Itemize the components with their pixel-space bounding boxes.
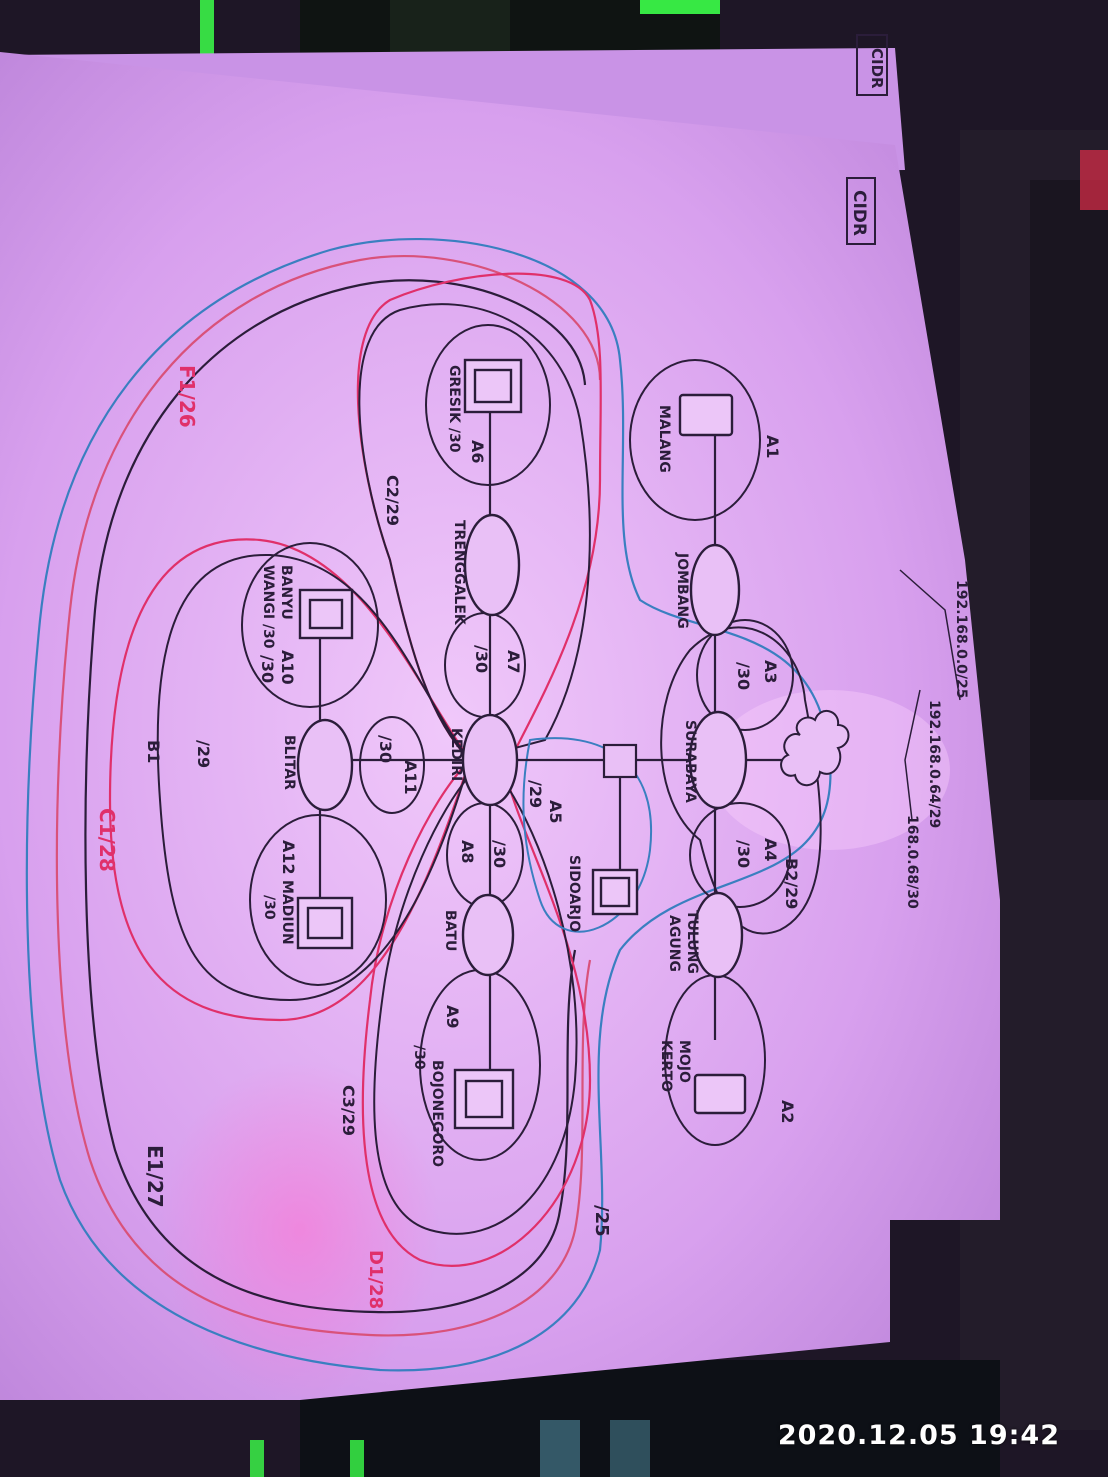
pc-sidoarjo-icon — [591, 868, 639, 916]
label-a7-prefix: /30 — [472, 645, 491, 673]
router-batu — [461, 893, 515, 977]
label-outer-prefix: /25 — [591, 1205, 612, 1237]
label-b1: B1 — [144, 740, 163, 763]
boundary-a4 — [689, 802, 791, 908]
router-jombang — [689, 543, 741, 637]
boundary-a3 — [696, 619, 794, 731]
label-a3-prefix: /30 — [734, 662, 753, 690]
label-bojonegoro: BOJONEGORO — [429, 1060, 445, 1167]
label-banyuwangi-1: BANYU — [278, 565, 294, 620]
boundary-b1 — [156, 553, 472, 1002]
hosts — [296, 358, 747, 1130]
server-mojokerto — [693, 1073, 747, 1115]
server-malang — [678, 393, 734, 437]
boundary-a1 — [629, 359, 761, 521]
boundary-c1 — [108, 538, 472, 1022]
boundary-f1 — [55, 255, 602, 1337]
boundary-slash25 — [25, 237, 832, 1372]
router-surabaya — [688, 710, 748, 810]
label-a12: A12 — [279, 840, 298, 875]
label-c1: C1/28 — [95, 808, 119, 872]
label-madiun-1: MADIUN — [279, 880, 295, 945]
place-labels: JOMBANG SURABAYA TULUNG AGUNG TRENGGALEK… — [260, 365, 700, 1167]
label-a6: A6 — [468, 440, 487, 464]
label-a5-prefix: /29 — [526, 780, 545, 808]
label-a4-prefix: /30 — [734, 840, 753, 868]
boundary-a10 — [241, 542, 379, 708]
boundary-c2 — [358, 303, 591, 762]
cidr-main-text: CIDR — [849, 190, 869, 236]
label-a9: A9 — [443, 1005, 462, 1029]
address-line-2: 192.168.0.64/29 — [926, 700, 942, 828]
label-a5: A5 — [546, 800, 565, 824]
label-tenggalek: TRENGGALEK — [451, 520, 467, 626]
label-a11-prefix: /30 — [376, 735, 395, 763]
label-tulungagung-2: AGUNG — [666, 915, 682, 972]
address-notes: 192.168.0.0/25 192.168.0.64/29 168.0.68/… — [899, 569, 969, 909]
cidr-top-text: CIDR — [868, 48, 886, 89]
pc-gresik-icon — [463, 358, 523, 414]
label-a8-prefix: /30 — [490, 840, 509, 868]
label-kediri: KEDIRI — [448, 728, 464, 781]
label-a7: A7 — [504, 650, 523, 674]
switch-sidoarjo — [602, 743, 638, 779]
label-a8: A8 — [458, 840, 477, 864]
boundary-e1 — [84, 279, 587, 1314]
boundary-b2 — [660, 626, 822, 935]
boundary-a6 — [425, 324, 551, 486]
label-a2: A2 — [778, 1100, 797, 1124]
cloud-icon — [780, 710, 850, 787]
cidr-top-box — [856, 34, 888, 96]
address-line-1: 192.168.0.0/25 — [953, 580, 969, 698]
label-bojonegoro-prefix: /30 — [411, 1045, 427, 1070]
label-gresik: GRESIK /30 — [446, 365, 462, 453]
pc-banyuwangi-icon — [298, 588, 354, 640]
label-a3: A3 — [761, 660, 780, 684]
boundary-a11 — [359, 716, 425, 814]
label-mojokerto-2: KERTO — [658, 1040, 674, 1092]
label-tulungagung-1: TULUNG — [684, 910, 700, 974]
label-f1: F1/26 — [175, 365, 199, 428]
label-banyuwangi-2: WANGI /30 — [260, 565, 276, 649]
label-a10: A10 — [278, 650, 297, 685]
label-jombang: JOMBANG — [674, 552, 690, 629]
address-line-3: 168.0.68/30 — [904, 815, 920, 909]
label-b2: B2/29 — [782, 858, 801, 909]
router-kediri — [461, 713, 519, 807]
label-mojokerto-1: MOJO — [676, 1040, 692, 1083]
label-b1-prefix: /29 — [194, 740, 213, 768]
label-madiun-2: /30 — [261, 895, 277, 920]
label-a10-prefix: /30 — [258, 655, 277, 683]
pc-bojonegoro-icon — [453, 1068, 515, 1130]
pc-madiun-icon — [296, 896, 354, 950]
routers — [296, 513, 748, 979]
router-tulungagung — [692, 891, 744, 979]
cidr-main-box — [846, 177, 876, 245]
light-glare — [160, 1060, 440, 1400]
label-malang: MALANG — [656, 405, 672, 473]
label-d1: D1/28 — [365, 1250, 386, 1309]
label-c3: C3/29 — [339, 1085, 358, 1136]
label-a11: A11 — [401, 760, 420, 795]
label-sidoarjo: SIDOARJO — [566, 855, 582, 932]
router-blitar — [296, 718, 354, 812]
subnet-labels: A1 A2 A3 /30 A4 /30 A5 /29 A6 A7 /30 A8 … — [95, 365, 801, 1309]
label-a4: A4 — [761, 838, 780, 862]
boundary-c3 — [373, 774, 578, 1235]
label-batu: BATU — [442, 910, 458, 951]
router-tenggalek — [463, 513, 521, 617]
label-a1: A1 — [763, 435, 782, 459]
label-c2: C2/29 — [383, 475, 402, 526]
label-e1: E1/27 — [143, 1145, 167, 1208]
label-blitar: BLITAR — [281, 735, 297, 790]
boundary-a12 — [249, 814, 387, 986]
label-surabaya: SURABAYA — [682, 720, 698, 803]
photo-timestamp: 2020.12.05 19:42 — [777, 1420, 1060, 1451]
